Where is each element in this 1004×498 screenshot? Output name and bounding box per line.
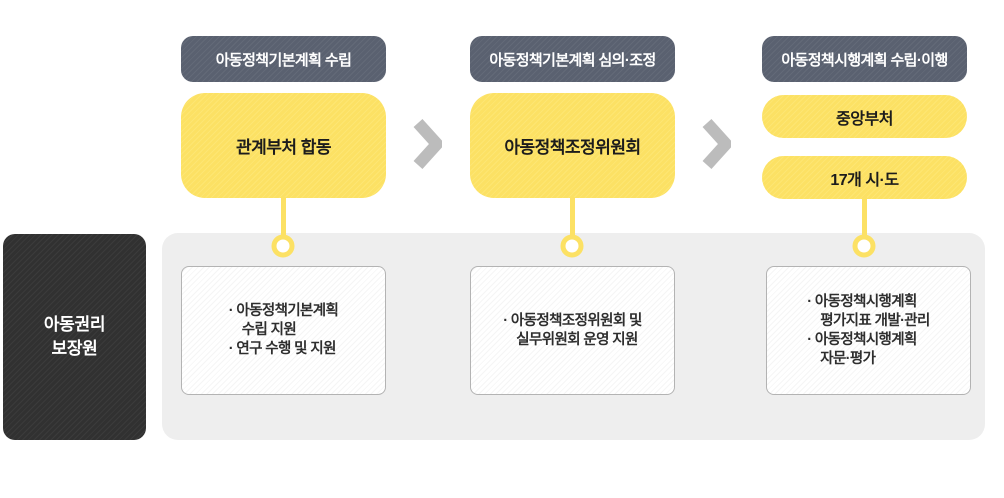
- stage2-header-label: 아동정책기본계획 심의·조정: [489, 51, 656, 69]
- flow-arrow-right-icon: [702, 118, 731, 170]
- support-item-continuation: 자문·평가: [820, 350, 876, 367]
- stage3-actor-box-regional: 17개 시·도: [762, 156, 967, 199]
- stage1-support-list: · 아동정책기본계획 수립 지원 · 연구 수행 및 지원: [229, 302, 339, 359]
- support-item: · 연구 수행 및 지원: [228, 341, 337, 357]
- stage1-actor-box: 관계부처 합동: [181, 93, 386, 198]
- stage3-support-box: · 아동정책시행계획 평가지표 개발·관리 · 아동정책시행계획 자문·평가: [766, 266, 971, 395]
- stage1-header-label: 아동정책기본계획 수립: [215, 51, 352, 69]
- support-item-continuation: 수립 지원: [241, 322, 297, 338]
- stage3-actor-label-central: 중앙부처: [836, 110, 893, 128]
- support-item: · 아동정책시행계획: [807, 331, 917, 348]
- support-item: · 아동정책시행계획: [807, 293, 917, 310]
- stage1-support-box: · 아동정책기본계획 수립 지원 · 연구 수행 및 지원: [181, 266, 386, 395]
- stage3-connector-line: [862, 197, 867, 237]
- stage1-connector-node-icon: [271, 234, 295, 258]
- stage1-header: 아동정책기본계획 수립: [181, 36, 386, 82]
- stage2-header: 아동정책기본계획 심의·조정: [470, 36, 675, 82]
- stage2-support-list: · 아동정책조정위원회 및 실무위원회 운영 지원: [503, 312, 642, 350]
- support-item: · 아동정책조정위원회 및: [503, 312, 642, 329]
- stage3-actor-label-regional: 17개 시·도: [830, 171, 899, 189]
- stage3-connector-node-icon: [852, 234, 876, 258]
- stage3-actor-box-central: 중앙부처: [762, 95, 967, 138]
- stage1-connector-line: [281, 197, 286, 237]
- stage3-header-label: 아동정책시행계획 수립·이행: [781, 51, 948, 69]
- support-item-continuation: 실무위원회 운영 지원: [516, 331, 638, 348]
- stage2-connector-line: [570, 197, 575, 237]
- stage3-support-list: · 아동정책시행계획 평가지표 개발·관리 · 아동정책시행계획 자문·평가: [807, 293, 930, 369]
- root-org-label-line1: 아동권리: [43, 315, 106, 334]
- stage1-actor-label: 관계부처 합동: [235, 138, 332, 157]
- stage2-actor-label: 아동정책조정위원회: [504, 138, 641, 157]
- root-org-label-line2: 보장원: [51, 339, 98, 358]
- support-item-continuation: 평가지표 개발·관리: [820, 312, 930, 329]
- stage3-header: 아동정책시행계획 수립·이행: [762, 36, 967, 82]
- stage2-connector-node-icon: [560, 234, 584, 258]
- support-item: · 아동정책기본계획: [228, 303, 339, 319]
- flow-arrow-right-icon: [413, 118, 442, 170]
- stage2-actor-box: 아동정책조정위원회: [470, 93, 675, 198]
- root-org-box: 아동권리 보장원: [3, 234, 146, 440]
- stage2-support-box: · 아동정책조정위원회 및 실무위원회 운영 지원: [470, 266, 675, 395]
